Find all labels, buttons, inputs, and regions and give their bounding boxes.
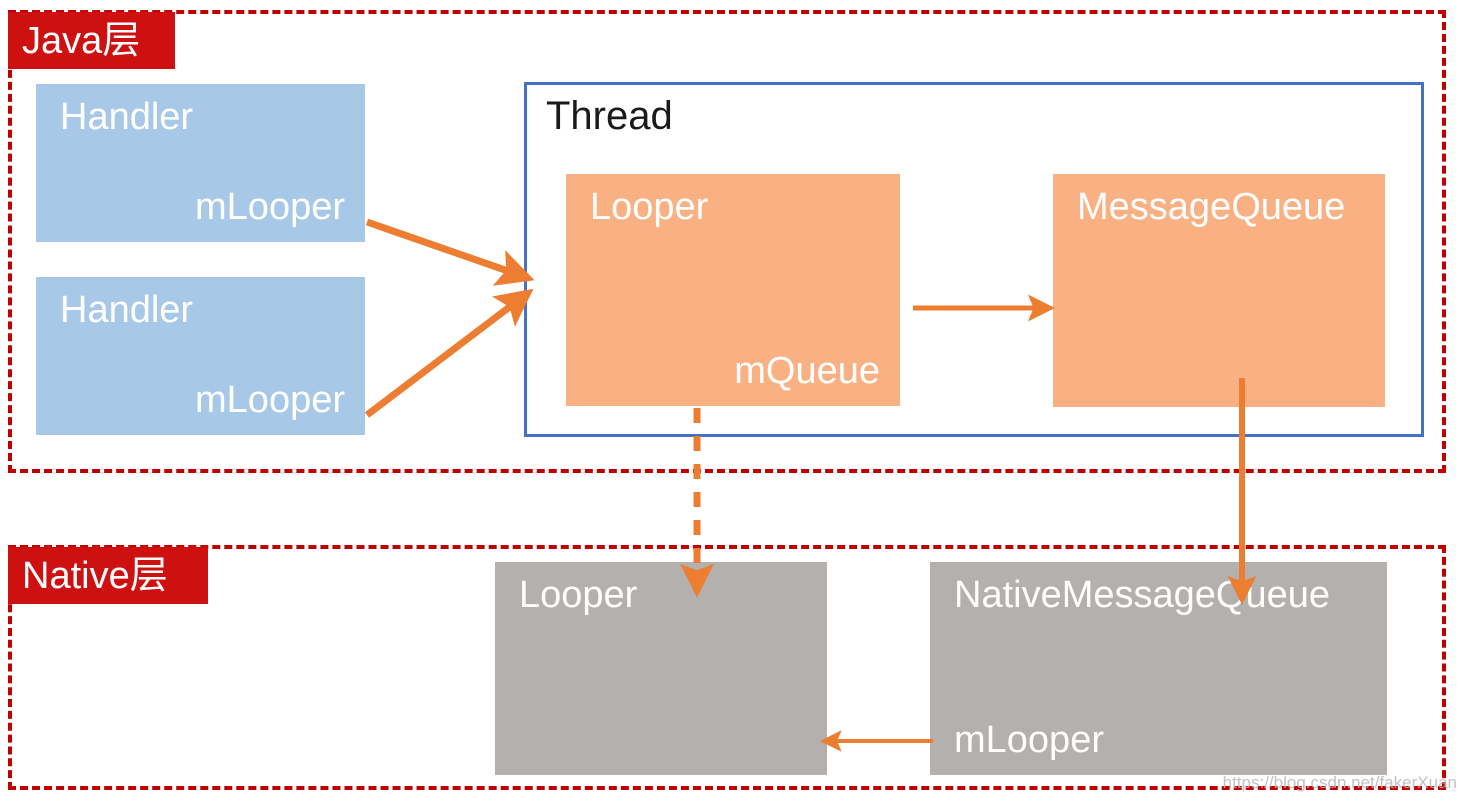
native-layer-badge: Native层 [8,547,208,604]
message-queue-box-title: MessageQueue [1077,186,1346,228]
thread-label: Thread [546,94,673,138]
native-message-queue-box: NativeMessageQueue mLooper [930,562,1387,775]
looper-box-native: Looper [495,562,827,775]
native-layer-badge-label: Native层 [22,554,168,597]
java-layer-badge: Java层 [8,12,175,69]
handler-box-2-field-mlooper: mLooper [195,379,345,422]
java-layer-badge-label: Java层 [22,19,141,62]
watermark-text: https://blog.csdn.net/fakerXuan [1222,773,1457,792]
native-message-queue-box-title: NativeMessageQueue [954,574,1330,616]
handler-box-1-title: Handler [60,96,194,138]
handler-box-2: Handler mLooper [36,277,365,435]
handler-box-1: Handler mLooper [36,84,365,242]
looper-box-native-title: Looper [519,574,638,616]
looper-box-java: Looper mQueue [566,174,900,406]
handler-box-1-field-mlooper: mLooper [195,186,345,229]
java-layer-container [8,10,1446,473]
looper-box-java-title: Looper [590,186,709,228]
native-layer-container [8,545,1446,790]
message-queue-box: MessageQueue [1053,174,1385,407]
native-message-queue-field-mlooper: mLooper [954,719,1104,762]
handler-box-2-title: Handler [60,289,194,331]
looper-box-java-field-mqueue: mQueue [734,350,880,393]
